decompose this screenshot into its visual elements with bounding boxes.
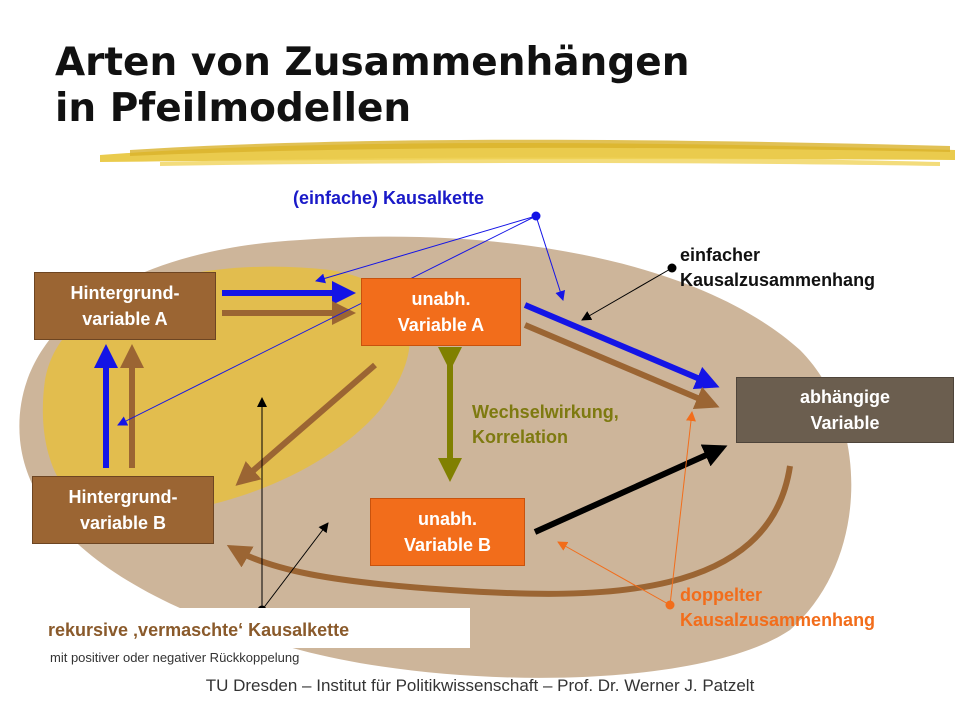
box-hintergrundvariable-a: Hintergrund- variable A	[34, 272, 216, 340]
box-line: Variable A	[397, 315, 485, 335]
title-line-1: Arten von Zusammenhängen	[55, 40, 690, 85]
pointer-doppelter-2	[669, 411, 696, 606]
label-line: Kausalzusammenhang	[680, 270, 876, 290]
arrow-ua-to-dep-brown	[523, 322, 720, 410]
box-line: Hintergrund-	[70, 283, 180, 303]
box-hintergrundvariable-b: Hintergrund- variable B	[32, 476, 214, 544]
box-unabhaengige-variable-b: unabh. Variable B	[370, 498, 525, 566]
pointer-doppelter-1	[557, 541, 671, 606]
box-line: variable A	[82, 309, 168, 329]
box-line: abhängige	[799, 387, 890, 407]
pointer-dot-einfacher	[667, 263, 677, 273]
box-line: unabh.	[417, 509, 477, 529]
label-wechselwirkung: Wechselwirkung, Korrelation	[472, 400, 619, 450]
box-line: Variable B	[403, 535, 492, 555]
label-doppelter-kausalzusammenhang: doppelter Kausalzusammenhang	[680, 583, 875, 633]
pointer-dot-kausalkette	[531, 211, 541, 221]
label-line: Korrelation	[472, 427, 569, 447]
arrow-feedback-curve	[226, 465, 793, 597]
label-rekursive-background	[36, 608, 470, 648]
label-einfacher-kausalzusammenhang: einfacher Kausalzusammenhang	[680, 243, 875, 293]
label-line: Kausalzusammenhang	[680, 610, 876, 630]
pointer-rekursive-2	[261, 522, 329, 611]
pointer-einfacher	[581, 267, 673, 321]
box-unabhaengige-variable-a: unabh. Variable A	[361, 278, 521, 346]
title-brush-stroke	[100, 139, 955, 166]
title-line-2: in Pfeilmodellen	[55, 86, 412, 131]
page-title: Arten von Zusammenhängen in Pfeilmodelle…	[55, 40, 689, 132]
label-kausalkette: (einfache) Kausalkette	[293, 188, 485, 208]
pointer-dot-doppelter	[665, 600, 675, 610]
label-line: einfacher	[680, 245, 761, 265]
pointer-kausalkette-1	[315, 215, 537, 284]
pointer-kausalkette-3	[117, 215, 537, 426]
arrow-ub-to-dep-black	[533, 444, 728, 535]
box-line: Hintergrund-	[68, 487, 178, 507]
box-abhaengige-variable: abhängige Variable	[736, 377, 954, 443]
box-line: unabh.	[411, 289, 471, 309]
box-line: variable B	[79, 513, 167, 533]
arrow-ua-to-dep-blue	[523, 302, 720, 390]
label-line: doppelter	[680, 585, 763, 605]
pointer-kausalkette-2	[535, 215, 566, 301]
footer-credit: TU Dresden – Institut für Politikwissens…	[205, 676, 755, 695]
label-rueckkoppelung: mit positiver oder negativer Rückkoppelu…	[50, 650, 300, 665]
box-line: Variable	[810, 413, 880, 433]
label-rekursive-kausalkette: rekursive ‚vermaschte‘ Kausalkette	[48, 620, 350, 640]
label-line: Wechselwirkung,	[472, 402, 619, 422]
